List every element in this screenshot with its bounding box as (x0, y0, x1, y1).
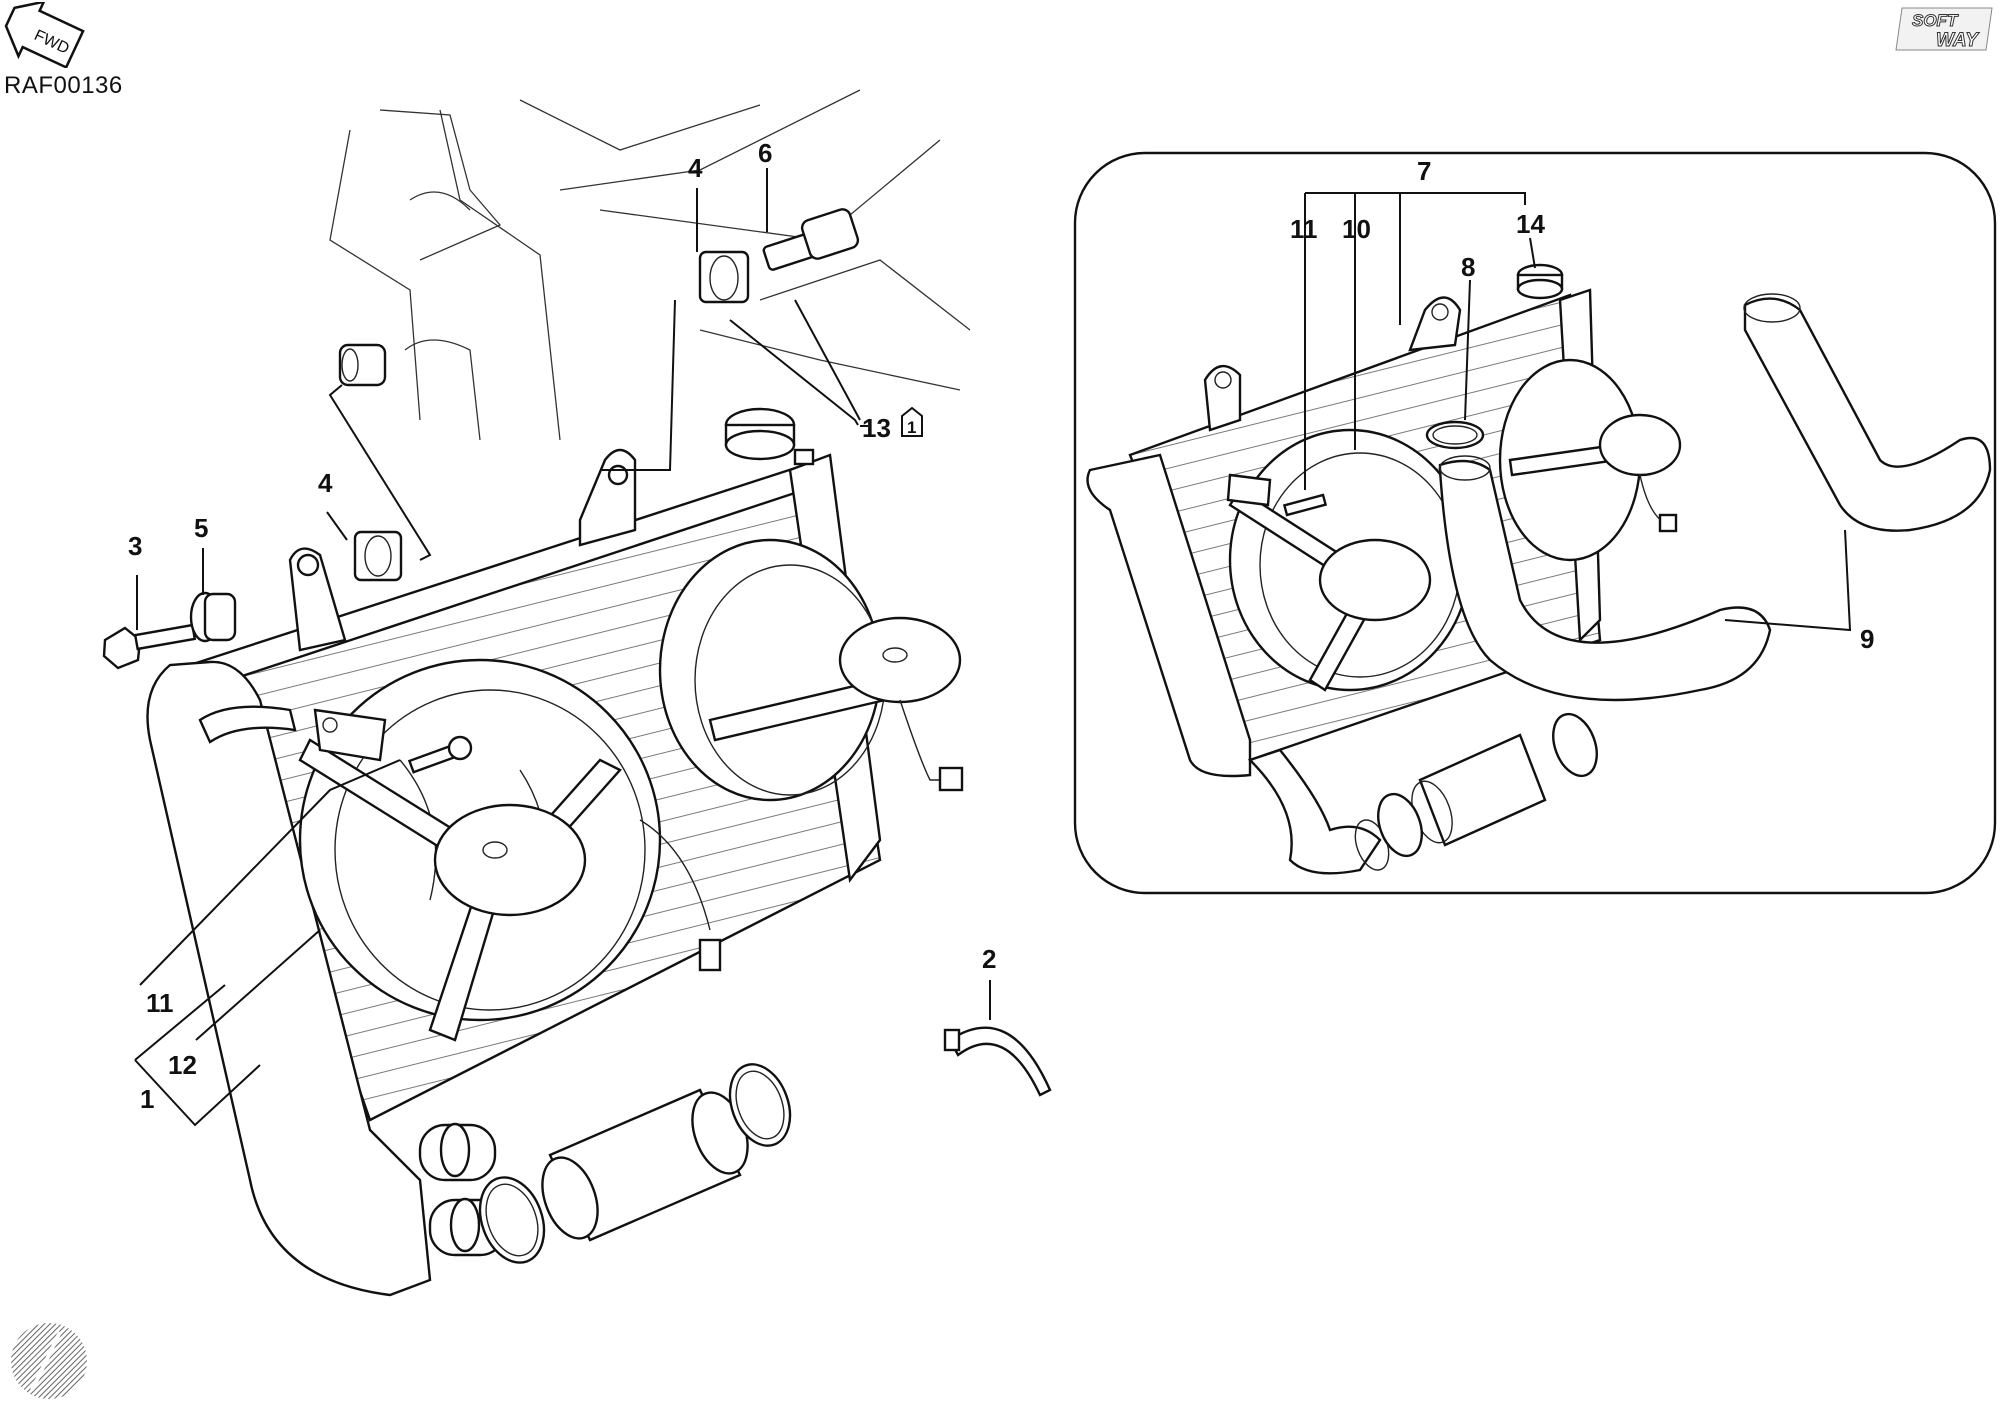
left-fan (298, 658, 722, 1042)
callout-13-note: 1 (907, 418, 916, 437)
callout-12: 12 (168, 1050, 197, 1080)
inset-left-fan (1226, 428, 1472, 692)
washer-5 (189, 591, 237, 643)
softway-logo: SOFT WAY (1892, 4, 1996, 54)
screw-11 (407, 735, 473, 774)
inset-panel (1073, 151, 1997, 895)
collar-upper (338, 343, 387, 387)
hose-clip-2 (943, 1026, 1052, 1097)
bolt-3 (102, 623, 197, 670)
callout-3: 3 (128, 531, 142, 561)
inset-clamp-8 (1425, 420, 1485, 450)
callout-2: 2 (982, 944, 996, 974)
leader-lines (134, 168, 1852, 1127)
grommet-4-lower (353, 530, 403, 582)
callout-4-upper: 4 (688, 153, 703, 183)
frame-outline (329, 89, 971, 441)
brand-line-2: WAY (1936, 30, 1980, 51)
callout-1: 1 (140, 1084, 154, 1114)
drawing-code: RAF00136 (4, 72, 123, 99)
inset-hose-short (1438, 455, 1772, 702)
hose-sleeve-left (478, 1063, 792, 1264)
callout-9: 9 (1860, 624, 1874, 654)
callout-6: 6 (758, 138, 772, 168)
callout-10: 10 (1342, 214, 1371, 244)
callout-5: 5 (194, 513, 208, 543)
spacer-6 (762, 208, 860, 271)
cap-13 (724, 407, 815, 466)
inset-bottom-hose (1247, 712, 1598, 875)
grommet-4-upper (698, 250, 750, 304)
callout-13: 13 (862, 413, 891, 443)
inset-cap-14 (1516, 263, 1564, 300)
callout-labels: 3 5 4 4 6 13 1 11 12 1 2 7 11 10 14 8 9 (128, 138, 1874, 1114)
inset-right-fan (1498, 358, 1682, 562)
callout-14: 14 (1516, 209, 1545, 239)
callout-4-lower: 4 (318, 468, 333, 498)
callout-7: 7 (1417, 156, 1431, 186)
note-pentagon-icon (901, 406, 923, 437)
fwd-direction-icon: FWD (2, 0, 88, 70)
callout-8: 8 (1461, 252, 1475, 282)
callout-11-left: 11 (146, 988, 174, 1018)
right-fan (658, 538, 964, 802)
callout-11-inset: 11 (1290, 214, 1318, 244)
catalog-disc-icon (8, 1320, 90, 1402)
brand-line-1: SOFT (1912, 11, 1959, 30)
inset-hose-9 (1743, 293, 1992, 532)
